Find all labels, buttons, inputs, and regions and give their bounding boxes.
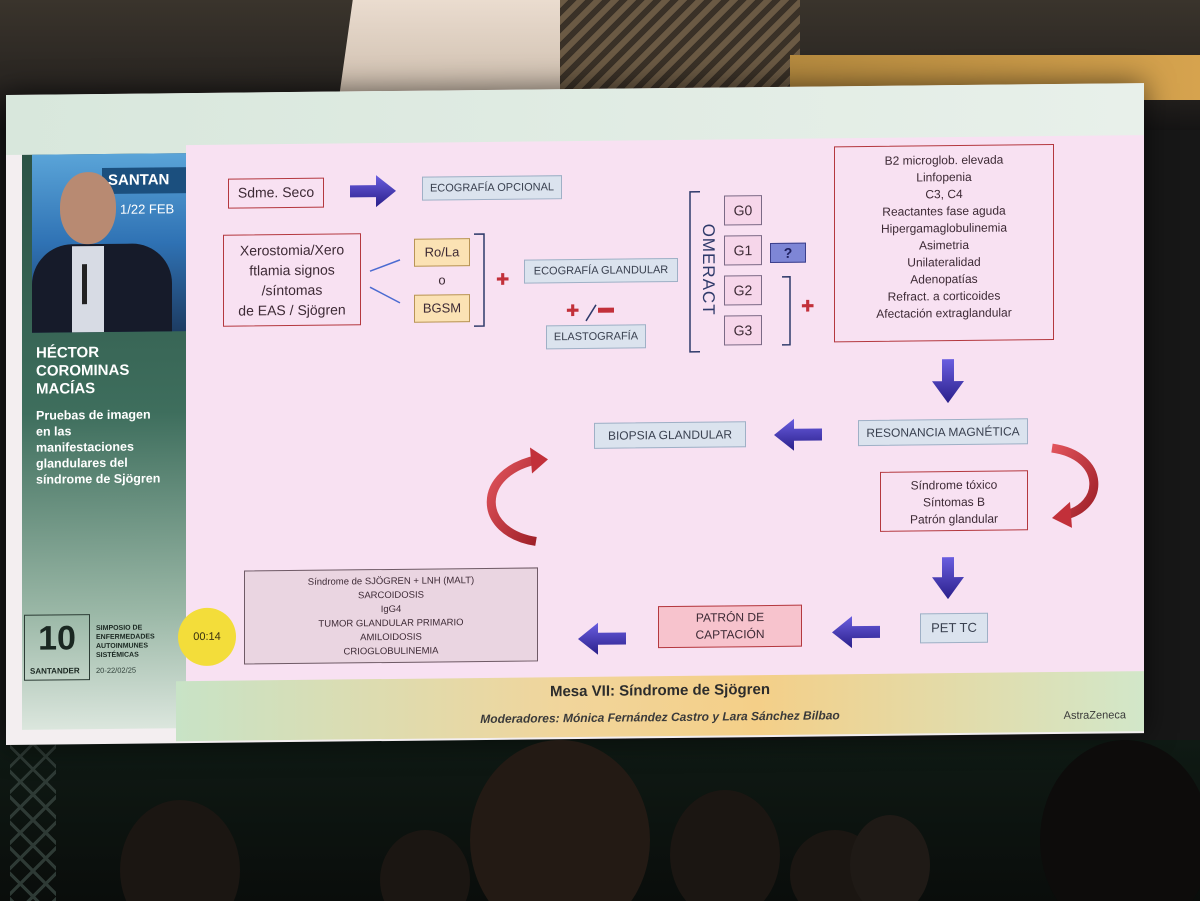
ecografia-opcional-box: ECOGRAFÍA OPCIONAL [422, 175, 562, 201]
stage-truss [10, 740, 56, 901]
arrow-left-icon [832, 616, 880, 649]
speaker-video: SANTAN 1/22 FEB [32, 153, 190, 333]
bracket-g2-g3 [782, 276, 791, 346]
event-city: SANTANDER [30, 666, 80, 676]
or-label: o [438, 272, 446, 288]
footer-moderators: Moderadores: Mónica Fernández Castro y L… [480, 708, 840, 727]
resonancia-box: RESONANCIA MAGNÉTICA [858, 418, 1028, 447]
curved-arrow-right-head [1052, 501, 1072, 528]
curved-arrow-left-icon [486, 455, 539, 546]
grade-g2-box: G2 [724, 275, 762, 306]
video-banner-dates: 1/22 FEB [120, 201, 175, 217]
arrow-right-icon [350, 175, 396, 208]
audience-head [1040, 740, 1200, 901]
speaker-panel: SANTAN 1/22 FEB HÉCTOR COROMINAS MACÍAS … [22, 153, 190, 730]
ro-la-box: Ro/La [414, 238, 470, 267]
grade-g1-box: G1 [724, 235, 762, 266]
plus-icon: ✚ [801, 297, 814, 316]
projection-screen: SANTAN 1/22 FEB HÉCTOR COROMINAS MACÍAS … [6, 83, 1144, 745]
sponsor-logo: AstraZeneca [1063, 709, 1126, 722]
grade-g3-box: G3 [724, 315, 762, 346]
bracket-ro-la [474, 233, 485, 327]
speaker-shirt [72, 245, 104, 333]
plus-icon: ✚ [496, 270, 509, 289]
audience-head [670, 790, 780, 901]
arrow-left-icon [578, 622, 626, 655]
bgsm-box: BGSM [414, 294, 470, 323]
microphone-icon [82, 264, 87, 305]
speaker-head [60, 171, 116, 245]
biopsia-box: BIOPSIA GLANDULAR [594, 421, 746, 449]
sintomas-box: Síndrome tóxico Síntomas B Patrón glandu… [880, 470, 1028, 532]
video-banner: SANTAN [102, 167, 190, 194]
audience-head [470, 740, 650, 901]
slide: ✚ ✚ ✚ Sdme. Seco ECOGRAFÍA [186, 135, 1144, 694]
event-dates: 20-22/02/25 [96, 665, 137, 676]
omeract-label: OMERACT [699, 223, 718, 316]
audience-head [850, 815, 930, 901]
slash-divider [585, 304, 597, 322]
arrow-down-icon [932, 557, 964, 600]
sdme-seco-box: Sdme. Seco [228, 177, 324, 209]
bracket-omeract [689, 190, 700, 353]
plus-icon: ✚ [566, 301, 579, 320]
curved-arrow-right-icon [1051, 443, 1099, 521]
curved-arrow-left-head [530, 447, 548, 474]
xerostomia-box: Xerostomia/Xero ftlamia signos /síntomas… [223, 233, 361, 327]
ecografia-glandular-box: ECOGRAFÍA GLANDULAR [524, 257, 678, 284]
footer-title: Mesa VII: Síndrome de Sjögren [549, 680, 771, 701]
talk-title: Pruebas de imagen en las manifestaciones… [36, 407, 161, 487]
audience-head [120, 800, 240, 901]
speaker-name: HÉCTOR COROMINAS MACÍAS [36, 344, 130, 398]
diagnoses-box: Síndrome de SJÖGREN + LNH (MALT) SARCOID… [244, 567, 538, 665]
minus-icon [598, 307, 614, 313]
patron-captacion-box: PATRÓN DE CAPTACIÓN [658, 604, 802, 649]
grade-g0-box: G0 [724, 195, 762, 226]
audience-head [380, 830, 470, 901]
slide-footer: Mesa VII: Síndrome de Sjögren Moderadore… [176, 671, 1144, 742]
arrow-down-icon [932, 359, 964, 404]
arrow-up-right-icon [369, 259, 401, 272]
pet-tc-box: PET TC [920, 612, 988, 644]
question-button: ? [770, 242, 806, 263]
arrow-left-icon [774, 418, 822, 451]
diagram-arrows: ✚ ✚ ✚ [350, 175, 1099, 655]
criteria-box: B2 microglob. elevada Linfopenia C3, C4 … [834, 144, 1054, 343]
elastografia-box: ELASTOGRAFÍA [546, 324, 646, 350]
arrow-down-right-icon [369, 286, 401, 304]
event-logo: 10 SANTANDER SIMPOSIO DE ENFERMEDADES AU… [24, 613, 190, 685]
